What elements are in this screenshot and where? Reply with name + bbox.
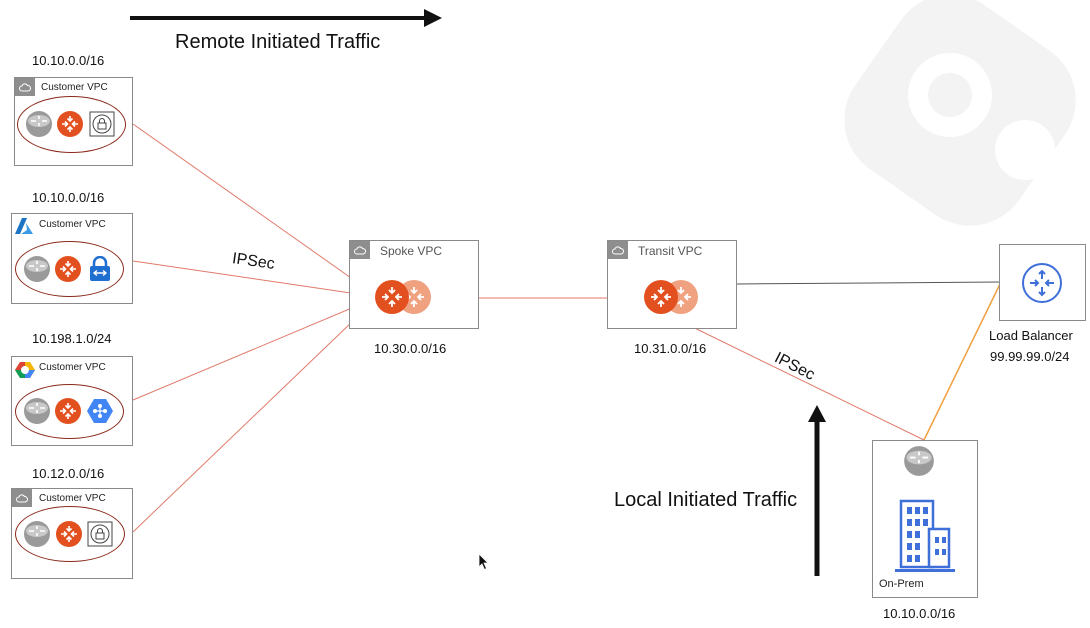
customer-vpc-label: Customer VPC	[39, 219, 106, 230]
router-icon	[24, 256, 50, 282]
customer-vpc-label: Customer VPC	[39, 362, 106, 373]
ipsec-line-customer-4	[132, 296, 379, 533]
on-prem-cidr: 10.10.0.0/16	[883, 606, 956, 621]
load-balancer-label: Load Balancer	[989, 328, 1073, 343]
customer-vpc-label: Customer VPC	[39, 493, 106, 504]
ipsec-line-customer-2	[132, 260, 379, 298]
transit-vpc-label: Transit VPC	[638, 244, 703, 258]
onprem-lb-line	[923, 281, 1002, 441]
customer-cidr-1: 10.10.0.0/16	[32, 53, 105, 68]
network-icon	[87, 399, 113, 423]
transit-onprem-ipsec-line	[667, 314, 925, 441]
cloud-icon	[12, 489, 32, 507]
spoke-cidr: 10.30.0.0/16	[374, 341, 447, 356]
ipsec-line-customer-3	[132, 296, 379, 401]
transit-gateway-icon	[375, 280, 409, 314]
azure-icon	[15, 218, 33, 234]
cloud-icon	[15, 78, 35, 96]
transit-gateway-icon	[56, 521, 82, 547]
transit-gateway-icon	[57, 111, 83, 137]
load-balancer[interactable]	[999, 244, 1086, 321]
cloud-icon	[608, 241, 628, 259]
local-traffic-title: Local Initiated Traffic	[614, 489, 798, 511]
lock-icon	[89, 111, 115, 137]
customer-cidr-2: 10.10.0.0/16	[32, 190, 105, 205]
load-balancer-cidr: 99.99.99.0/24	[990, 349, 1070, 364]
transit-gateway-icon	[644, 280, 678, 314]
gateway-ring	[15, 384, 124, 439]
transit-vpc[interactable]: Transit VPC	[607, 240, 737, 329]
router-icon	[904, 446, 934, 476]
mouse-cursor-icon	[478, 553, 489, 571]
watermark-logo	[844, 0, 1076, 226]
cloud-icon	[350, 241, 370, 259]
local-traffic-arrowhead	[808, 405, 826, 422]
building-icon	[895, 499, 955, 572]
customer-vpc-2[interactable]: Customer VPC	[11, 213, 133, 304]
router-icon	[24, 398, 50, 424]
lock-icon	[87, 521, 113, 547]
gateway-ring	[15, 241, 124, 297]
spoke-vpc-label: Spoke VPC	[380, 244, 443, 258]
customer-cidr-4: 10.12.0.0/16	[32, 466, 105, 481]
transit-gateway-icon	[55, 398, 81, 424]
customer-vpc-4[interactable]: Customer VPC	[11, 488, 133, 579]
gcp-icon	[15, 362, 35, 378]
gateway-ring	[15, 506, 125, 562]
customer-cidr-3: 10.198.1.0/24	[32, 331, 112, 346]
transit-cidr: 10.31.0.0/16	[634, 341, 707, 356]
customer-vpc-1[interactable]: Customer VPC	[14, 77, 133, 166]
router-icon	[24, 521, 50, 547]
router-icon	[26, 111, 52, 137]
on-prem[interactable]: On-Prem	[872, 440, 978, 598]
on-prem-label: On-Prem	[879, 578, 924, 590]
customer-vpc-label: Customer VPC	[41, 82, 108, 93]
ipsec-line-customer-1	[132, 123, 379, 298]
customer-vpc-3[interactable]: Customer VPC	[11, 356, 133, 446]
spoke-vpc[interactable]: Spoke VPC	[349, 240, 479, 329]
remote-traffic-arrowhead	[424, 9, 442, 27]
transit-gateway-icon	[55, 256, 81, 282]
vpn-lock-icon	[90, 256, 110, 281]
remote-traffic-title: Remote Initiated Traffic	[175, 31, 381, 53]
transit-lb-line	[736, 281, 1001, 285]
load-balancer-icon	[1022, 263, 1062, 303]
gateway-ring	[17, 96, 126, 153]
